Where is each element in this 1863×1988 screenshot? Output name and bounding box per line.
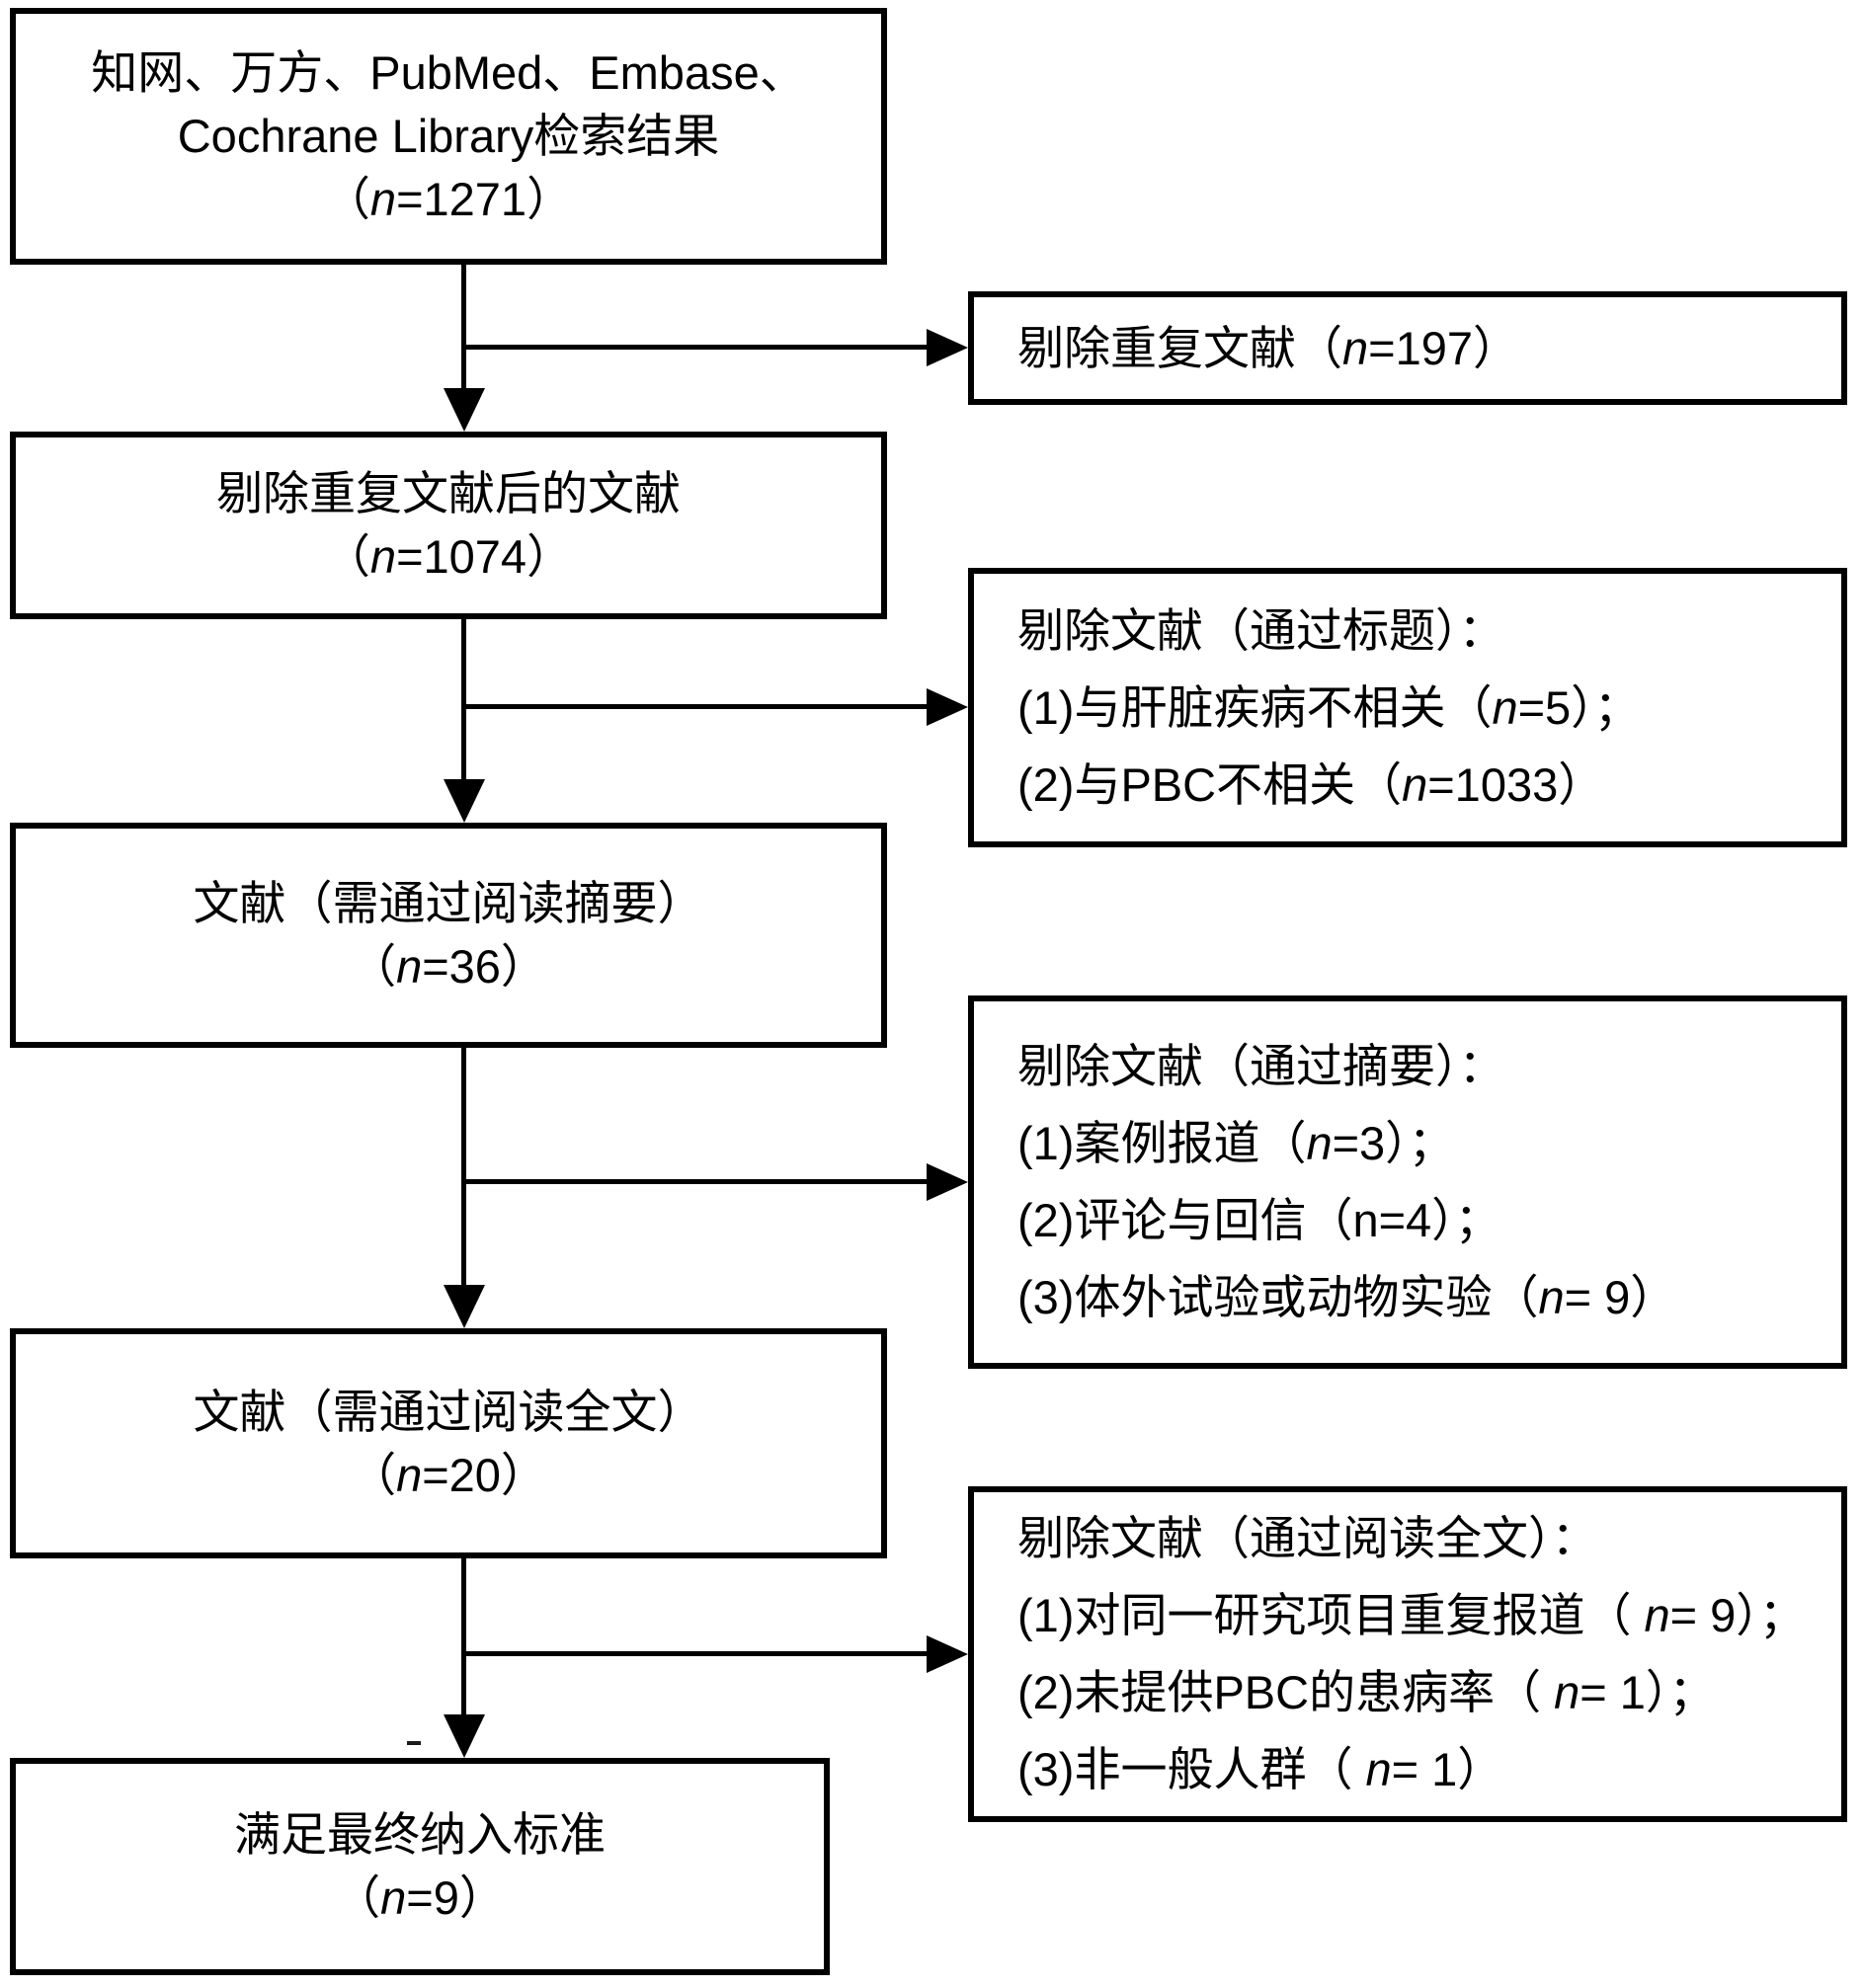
branch-1-line [464,345,931,350]
text-segment: 剔除文献（通过摘要）： [1017,1040,1505,1092]
box-duplicates-removed: 剔除重复文献（n=197） [968,291,1847,405]
text-segment: =1074） [396,530,574,583]
arrow-down-icon [444,779,485,823]
text-line: (1)对同一研究项目重复报道（ n= 9）； [1017,1577,1806,1654]
text-segment: (2)与PBC不相关（ [1017,757,1403,811]
text-segment: 知网、万方、PubMed、Embase、 [91,46,806,99]
text-line: 剔除重复文献后的文献 [216,462,681,525]
text-segment: 满足最终纳入标准 [234,1808,606,1861]
text-line: 剔除文献（通过摘要）： [1017,1028,1505,1105]
italic-n: n [369,173,397,225]
text-segment: =1033） [1427,757,1605,811]
box-after-duplicate-removal: 剔除重复文献后的文献 （n=1074） [10,432,887,619]
stray-mark [407,1741,421,1745]
text-segment: 文献（需通过阅读摘要） [193,877,704,929]
box-abstract-screening: 文献（需通过阅读摘要） （n=36） [10,823,887,1048]
arrow-right-icon [927,1635,968,1673]
italic-n: n [1365,1743,1392,1795]
text-segment: (2)未提供PBC的患病率（ [1017,1666,1555,1718]
text-segment: =9） [406,1871,506,1924]
box-excluded-by-title: 剔除文献（通过标题）：(1)与肝脏疾病不相关（n=5）；(2)与PBC不相关（n… [968,568,1847,847]
text-segment: （ [350,1448,397,1501]
text-segment: (1)对同一研究项目重复报道（ [1017,1589,1645,1641]
text-segment: （ [323,530,370,583]
text-segment: Cochrane Library检索结果 [177,110,720,162]
box-final-inclusion: 满足最终纳入标准 （n=9） [10,1758,830,1975]
text-segment: = 9） [1564,1271,1677,1323]
text-line: （n=1074） [324,525,573,589]
text-segment: =197） [1368,321,1520,374]
box-search-results: 知网、万方、PubMed、Embase、 Cochrane Library检索结果… [10,8,887,265]
arrow-down-icon [444,1285,485,1328]
connector-3-line [461,1046,466,1289]
italic-n: n [369,530,397,583]
box-excluded-by-fulltext: 剔除文献（通过阅读全文）：(1)对同一研究项目重复报道（ n= 9）；(2)未提… [968,1486,1847,1822]
text-line: (3)非一般人群（ n= 1） [1017,1731,1503,1808]
text-segment: （ [323,173,370,225]
branch-3-line [464,1179,931,1184]
text-segment: 剔除文献（通过阅读全文）： [1017,1512,1598,1564]
text-segment: = 1）； [1580,1666,1716,1718]
italic-n: n [396,1448,423,1501]
text-segment: = 9）； [1669,1589,1806,1641]
text-line: 知网、万方、PubMed、Embase、 [91,41,805,105]
italic-n: n [1492,680,1518,734]
text-line: 剔除文献（通过标题）： [1017,593,1505,670]
text-line: （n=20） [350,1444,547,1507]
text-line: (1)与肝脏疾病不相关（n=5）； [1017,670,1641,747]
text-segment: =5）； [1517,680,1641,734]
text-segment: 剔除重复文献（ [1017,321,1342,374]
box-excluded-by-abstract: 剔除文献（通过摘要）：(1)案例报道（n=3）；(2)评论与回信（n=4）；(3… [968,995,1847,1369]
text-line: 文献（需通过阅读全文） [194,1381,704,1444]
italic-n: n [396,940,423,993]
italic-n: n [1342,321,1369,374]
connector-1-line [461,263,466,393]
text-line: (1)案例报道（n=3）； [1017,1105,1455,1182]
italic-n: n [380,1871,407,1924]
text-segment: (3)体外试验或动物实验（ [1017,1271,1539,1323]
text-segment: 文献（需通过阅读全文） [193,1385,704,1438]
arrow-right-icon [927,688,968,726]
arrow-down-icon [444,388,485,432]
text-segment: =3）； [1332,1117,1455,1169]
text-segment: (1)与肝脏疾病不相关（ [1017,680,1493,734]
text-line: （n=36） [350,935,547,998]
text-line: (2)与PBC不相关（n=1033） [1017,747,1604,824]
box-fulltext-screening: 文献（需通过阅读全文） （n=20） [10,1328,887,1558]
text-segment: =36） [422,940,547,993]
italic-n: n [1402,757,1428,811]
branch-2-line [464,704,931,709]
text-line: (3)体外试验或动物实验（n= 9） [1017,1259,1676,1336]
italic-n: n [1538,1271,1565,1323]
text-segment: 剔除重复文献后的文献 [216,467,681,519]
text-line: 剔除重复文献（n=197） [1017,310,1519,387]
text-line: 文献（需通过阅读摘要） [194,872,704,935]
connector-2-line [461,617,466,785]
text-line: (2)未提供PBC的患病率（ n= 1）； [1017,1654,1715,1731]
text-segment: (2)评论与回信（n=4）； [1017,1194,1501,1246]
text-segment: (3)非一般人群（ [1017,1743,1366,1795]
text-segment: =1271） [396,173,574,225]
arrow-down-icon [444,1714,485,1758]
text-line: 剔除文献（通过阅读全文）： [1017,1500,1598,1577]
text-segment: （ [334,1871,381,1924]
italic-n: n [1306,1117,1333,1169]
text-segment: （ [350,940,397,993]
text-line: (2)评论与回信（n=4）； [1017,1182,1501,1259]
text-segment: (1)案例报道（ [1017,1117,1307,1169]
italic-n: n [1644,1589,1670,1641]
text-segment: =20） [422,1448,547,1501]
text-line: Cochrane Library检索结果 [178,105,720,168]
arrow-right-icon [927,329,968,366]
branch-4-line [464,1651,931,1656]
text-segment: 剔除文献（通过标题）： [1017,603,1505,657]
text-line: （n=9） [334,1867,506,1930]
text-line: 满足最终纳入标准 [234,1803,606,1867]
text-segment: = 1） [1391,1743,1504,1795]
italic-n: n [1554,1666,1580,1718]
connector-4-line [461,1556,466,1718]
arrow-right-icon [927,1163,968,1201]
text-line: （n=1271） [324,168,573,231]
